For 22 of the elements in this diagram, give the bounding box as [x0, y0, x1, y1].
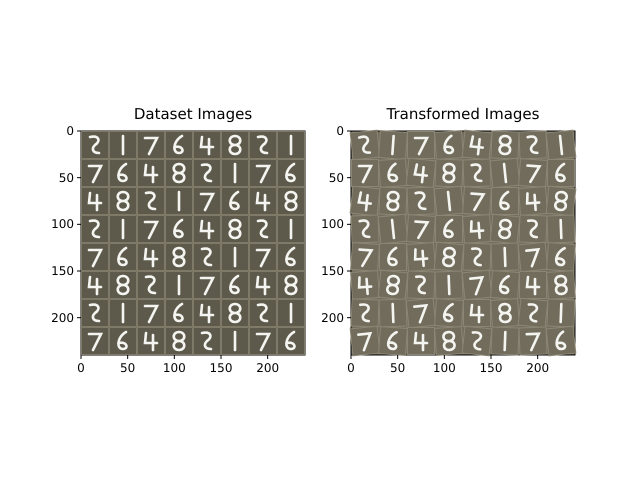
axis-tick-label: 150 [210, 361, 232, 375]
axis-tick-label: 200 [321, 310, 344, 325]
axis-tick-label: 150 [51, 264, 74, 278]
axis-tick-label: 50 [328, 170, 344, 185]
axis-tick-label: 100 [432, 361, 456, 375]
axis-tick-label: 200 [51, 310, 74, 325]
axis-tick-label: 100 [162, 361, 186, 375]
axis-tick-label: 50 [390, 361, 406, 375]
axis-tick-label: 50 [120, 361, 136, 375]
axis-tick-label: 0 [336, 124, 344, 138]
axis-tick-label: 150 [480, 361, 502, 375]
axis-tick-label: 50 [58, 170, 74, 185]
axis-tick-label: 0 [66, 124, 74, 138]
axis-tick-label: 0 [77, 361, 85, 375]
axis-tick-label: 200 [256, 361, 280, 375]
axis-tick-label: 200 [526, 361, 550, 375]
axis-tick-label: 0 [347, 361, 355, 375]
axis-tick-label: 100 [321, 217, 344, 232]
axis-tick-label: 150 [321, 264, 344, 278]
plot-title: Dataset Images [134, 105, 252, 123]
axis-tick-label: 100 [51, 217, 74, 232]
plot-title: Transformed Images [386, 105, 540, 123]
